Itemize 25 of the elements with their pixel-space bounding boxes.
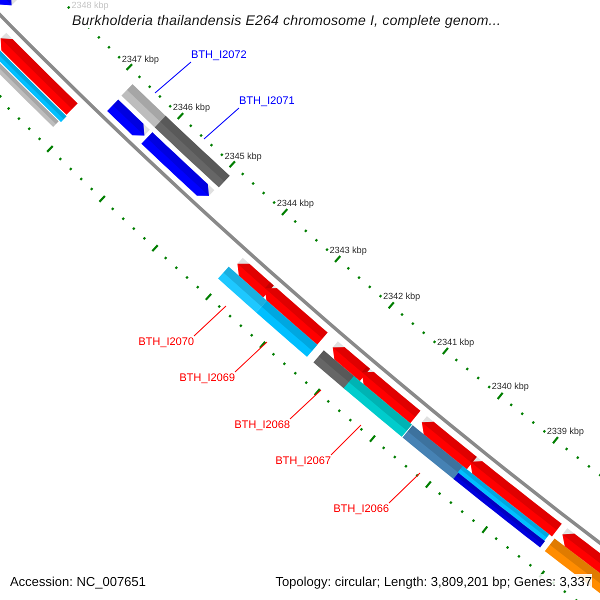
leader-line bbox=[204, 108, 240, 140]
gene-label: BTH_I2067 bbox=[275, 455, 331, 468]
gene-label: BTH_I2070 bbox=[138, 336, 194, 349]
leader-line bbox=[330, 424, 362, 456]
scale-label: 2344 kbp bbox=[276, 198, 314, 208]
leader-line bbox=[194, 306, 226, 336]
gene-label: BTH_I2069 bbox=[179, 372, 235, 385]
gene-label: BTH_I2072 bbox=[191, 49, 247, 62]
scale-label: 2345 kbp bbox=[224, 150, 262, 161]
leader-line bbox=[388, 472, 420, 504]
scale-label: 2346 kbp bbox=[172, 102, 210, 112]
gene-label: BTH_I2071 bbox=[239, 95, 295, 108]
scale-label: 2342 kbp bbox=[383, 291, 420, 302]
gene-label: BTH_I2066 bbox=[333, 503, 389, 516]
leader-line bbox=[234, 342, 268, 372]
leader-line bbox=[290, 390, 322, 420]
genome-summary-text: Topology: circular; Length: 3,809,201 bp; Genes: 3,337 bbox=[275, 574, 592, 589]
scale-label: 2339 kbp bbox=[546, 426, 584, 436]
scale-label: 2347 kbp bbox=[122, 54, 159, 64]
scale-label: 2343 kbp bbox=[330, 244, 367, 255]
accession-text: Accession: NC_007651 bbox=[10, 574, 146, 589]
gene-label: BTH_I2068 bbox=[234, 419, 290, 432]
scale-label: 2341 kbp bbox=[437, 336, 474, 347]
scale-label: 2340 kbp bbox=[492, 381, 529, 392]
leader-line bbox=[154, 62, 192, 94]
